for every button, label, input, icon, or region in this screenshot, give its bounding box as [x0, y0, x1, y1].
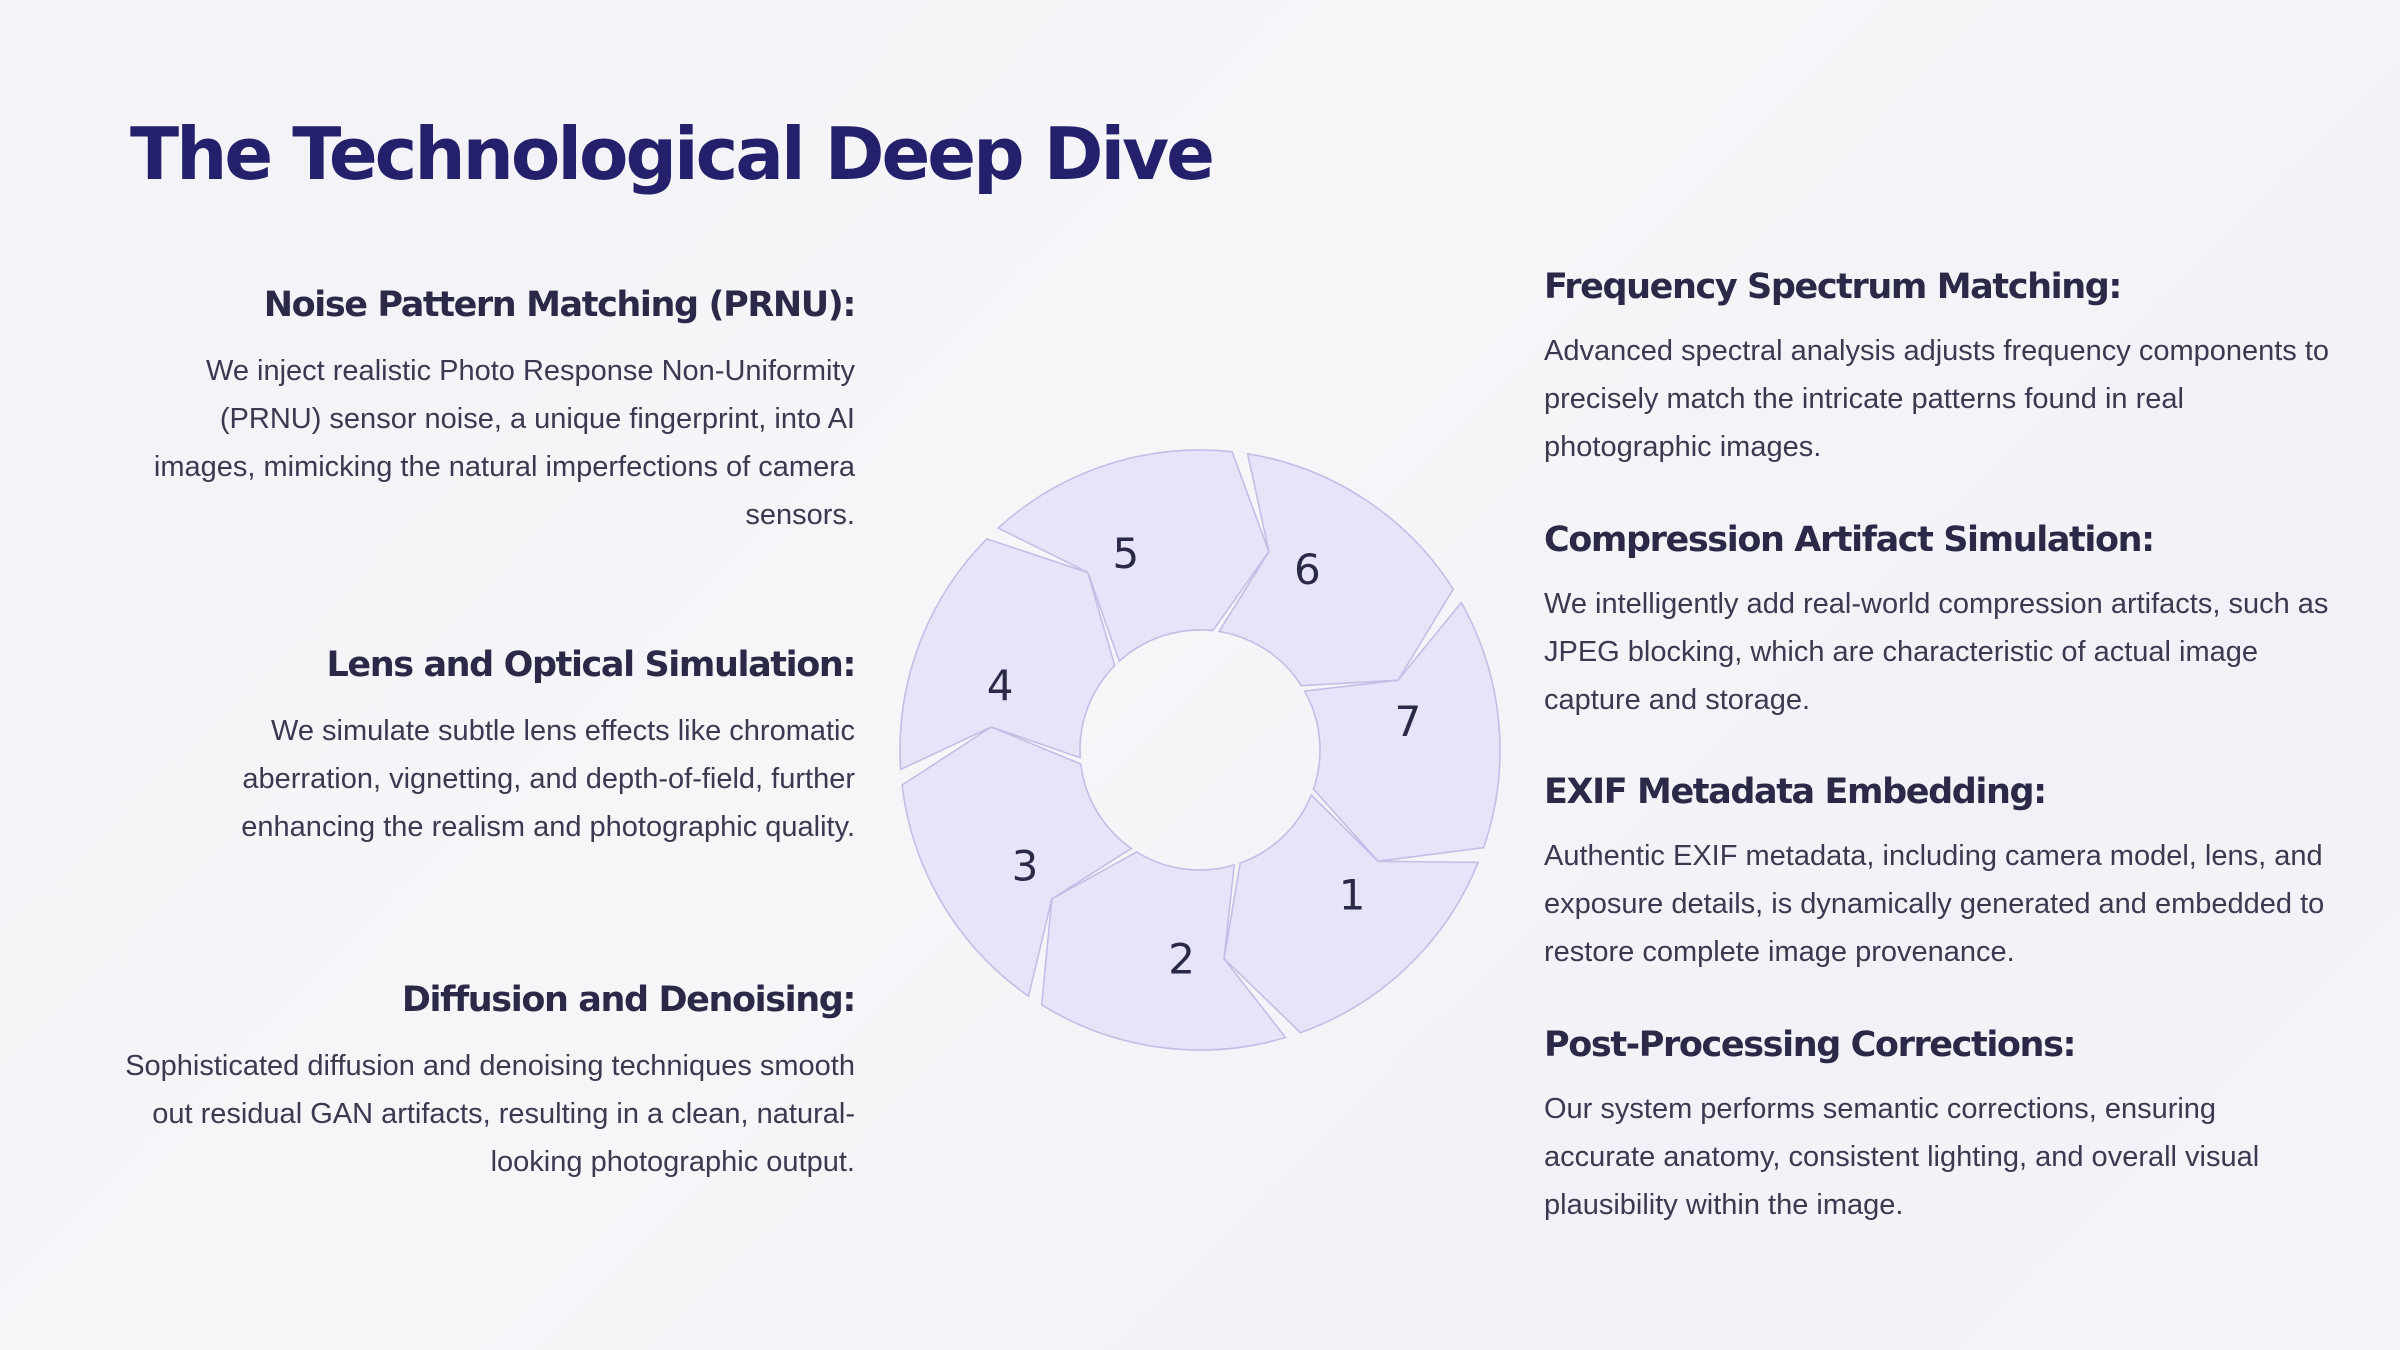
item-noise-pattern-matching: Noise Pattern Matching (PRNU): We inject… — [125, 285, 857, 539]
cycle-segment-4: 4 — [899, 538, 1116, 771]
cycle-segment-shape — [1040, 850, 1287, 1051]
item-lens-optical-simulation: Lens and Optical Simulation: We simulate… — [125, 645, 856, 851]
cycle-segment-number: 7 — [1395, 697, 1422, 746]
cycle-segment-shape — [899, 538, 1116, 771]
item-body: We simulate subtle lens effects like chr… — [241, 715, 855, 843]
item-body: Authentic EXIF metadata, including camer… — [1544, 840, 2325, 968]
cycle-diagram: 1 2 3 4 5 6 7 — [890, 440, 1510, 1060]
cycle-segment-number: 6 — [1294, 545, 1321, 594]
cycle-segment-number: 2 — [1168, 935, 1195, 984]
cycle-diagram-svg: 1 2 3 4 5 6 7 — [899, 449, 1501, 1051]
item-heading: Noise Pattern Matching (PRNU): — [263, 285, 857, 325]
item-compression-artifact-simulation: Compression Artifact Simulation: We inte… — [1544, 520, 2334, 724]
item-post-processing-corrections: Post-Processing Corrections: Our system … — [1544, 1025, 2334, 1229]
item-body: Sophisticated diffusion and denoising te… — [125, 1050, 855, 1178]
cycle-segment-5: 5 — [996, 449, 1270, 663]
cycle-segment-6: 6 — [1217, 452, 1455, 687]
cycle-segment-7: 7 — [1303, 601, 1501, 863]
cycle-segment-number: 3 — [1012, 842, 1039, 891]
cycle-segment-shape — [996, 449, 1270, 663]
cycle-segment-number: 4 — [987, 661, 1014, 710]
slide-title: The Technological Deep Dive — [130, 112, 1215, 196]
item-heading: Frequency Spectrum Matching: — [1544, 267, 2122, 307]
item-body: We inject realistic Photo Response Non-U… — [153, 355, 855, 531]
cycle-segment-1: 1 — [1223, 793, 1480, 1034]
item-diffusion-denoising: Diffusion and Denoising: Sophisticated d… — [125, 980, 857, 1186]
item-body: Our system performs semantic corrections… — [1544, 1093, 2260, 1221]
cycle-segment-shape — [1217, 452, 1455, 687]
item-body: We intelligently add real-world compress… — [1544, 588, 2329, 716]
item-heading: EXIF Metadata Embedding: — [1544, 772, 2047, 812]
cycle-segment-2: 2 — [1040, 850, 1287, 1051]
cycle-segment-shape — [901, 726, 1133, 998]
cycle-segment-3: 3 — [901, 726, 1133, 998]
item-body: Advanced spectral analysis adjusts frequ… — [1544, 335, 2330, 463]
item-exif-metadata-embedding: EXIF Metadata Embedding: Authentic EXIF … — [1544, 772, 2334, 976]
item-heading: Post-Processing Corrections: — [1544, 1025, 2077, 1065]
item-heading: Diffusion and Denoising: — [401, 980, 857, 1020]
item-heading: Lens and Optical Simulation: — [326, 645, 856, 685]
cycle-segment-shape — [1223, 793, 1480, 1034]
cycle-segment-number: 1 — [1339, 870, 1366, 919]
cycle-segment-shape — [1303, 601, 1501, 863]
item-heading: Compression Artifact Simulation: — [1544, 520, 2155, 560]
item-frequency-spectrum-matching: Frequency Spectrum Matching: Advanced sp… — [1544, 267, 2334, 471]
cycle-segment-number: 5 — [1112, 529, 1139, 578]
